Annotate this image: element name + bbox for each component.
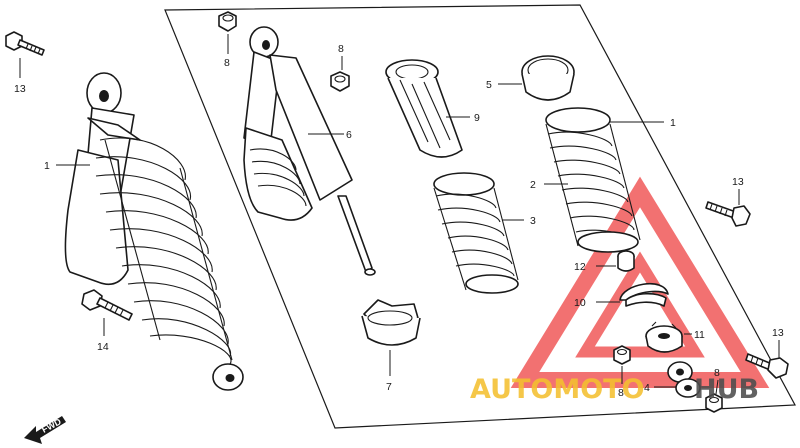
washer [667, 361, 701, 398]
nut-top-center [330, 71, 350, 92]
bushing [617, 250, 635, 272]
callout-11-adjuster: 11 [694, 329, 705, 341]
callout-13-right-bottom: 13 [772, 327, 784, 339]
bolt-right-bottom [745, 353, 789, 379]
bolt-left-bottom [81, 289, 133, 321]
callout-10-collar: 10 [574, 297, 586, 309]
callout-8-bottom-left: 8 [618, 387, 624, 399]
callout-8-top-left: 8 [224, 57, 230, 69]
callout-1-right: 1 [670, 117, 676, 129]
assembly-panel-outline [164, 4, 796, 429]
lower-cap [361, 299, 421, 346]
callout-13-left-top: 13 [14, 83, 26, 95]
callout-7-cap: 7 [386, 381, 392, 393]
collar-ring [619, 283, 669, 307]
damper-unit [243, 26, 376, 276]
watermark-triangle-logo [510, 176, 770, 388]
callout-8-bottom-right: 8 [714, 367, 720, 379]
callout-12-bushing: 12 [574, 261, 586, 273]
callout-4-washer: 4 [644, 382, 650, 394]
callout-1-left: 1 [44, 160, 50, 172]
callout-14-left-bottom: 14 [97, 341, 109, 353]
callout-9-guide: 9 [474, 112, 480, 124]
nut-bottom-left [613, 345, 631, 365]
fwd-arrow: FWD [24, 416, 66, 444]
watermark-text: AUTOMOTO HUB [470, 374, 759, 405]
callout-8-top-center: 8 [338, 43, 344, 55]
nut-bottom-right [705, 393, 723, 413]
spring-inner [433, 172, 519, 294]
adjuster-cam [645, 321, 683, 353]
callout-6-damper: 6 [346, 129, 352, 141]
spring-seat-top [521, 55, 575, 101]
assembled-shock-absorber [64, 72, 244, 391]
spring-guide-sleeve [385, 59, 463, 158]
watermark-text-left: AUTOMOTO [470, 374, 645, 405]
watermark-text-right: HUB [694, 374, 759, 405]
nut-top-left [218, 11, 237, 32]
bolt-left-top [5, 31, 45, 56]
spring-outer [545, 107, 641, 253]
callout-13-right-top: 13 [732, 176, 744, 188]
bolt-right-top [705, 201, 751, 227]
callout-2-spring-outer: 2 [530, 179, 536, 191]
callout-5-seat: 5 [486, 79, 492, 91]
callout-3-spring-inner: 3 [530, 215, 536, 227]
